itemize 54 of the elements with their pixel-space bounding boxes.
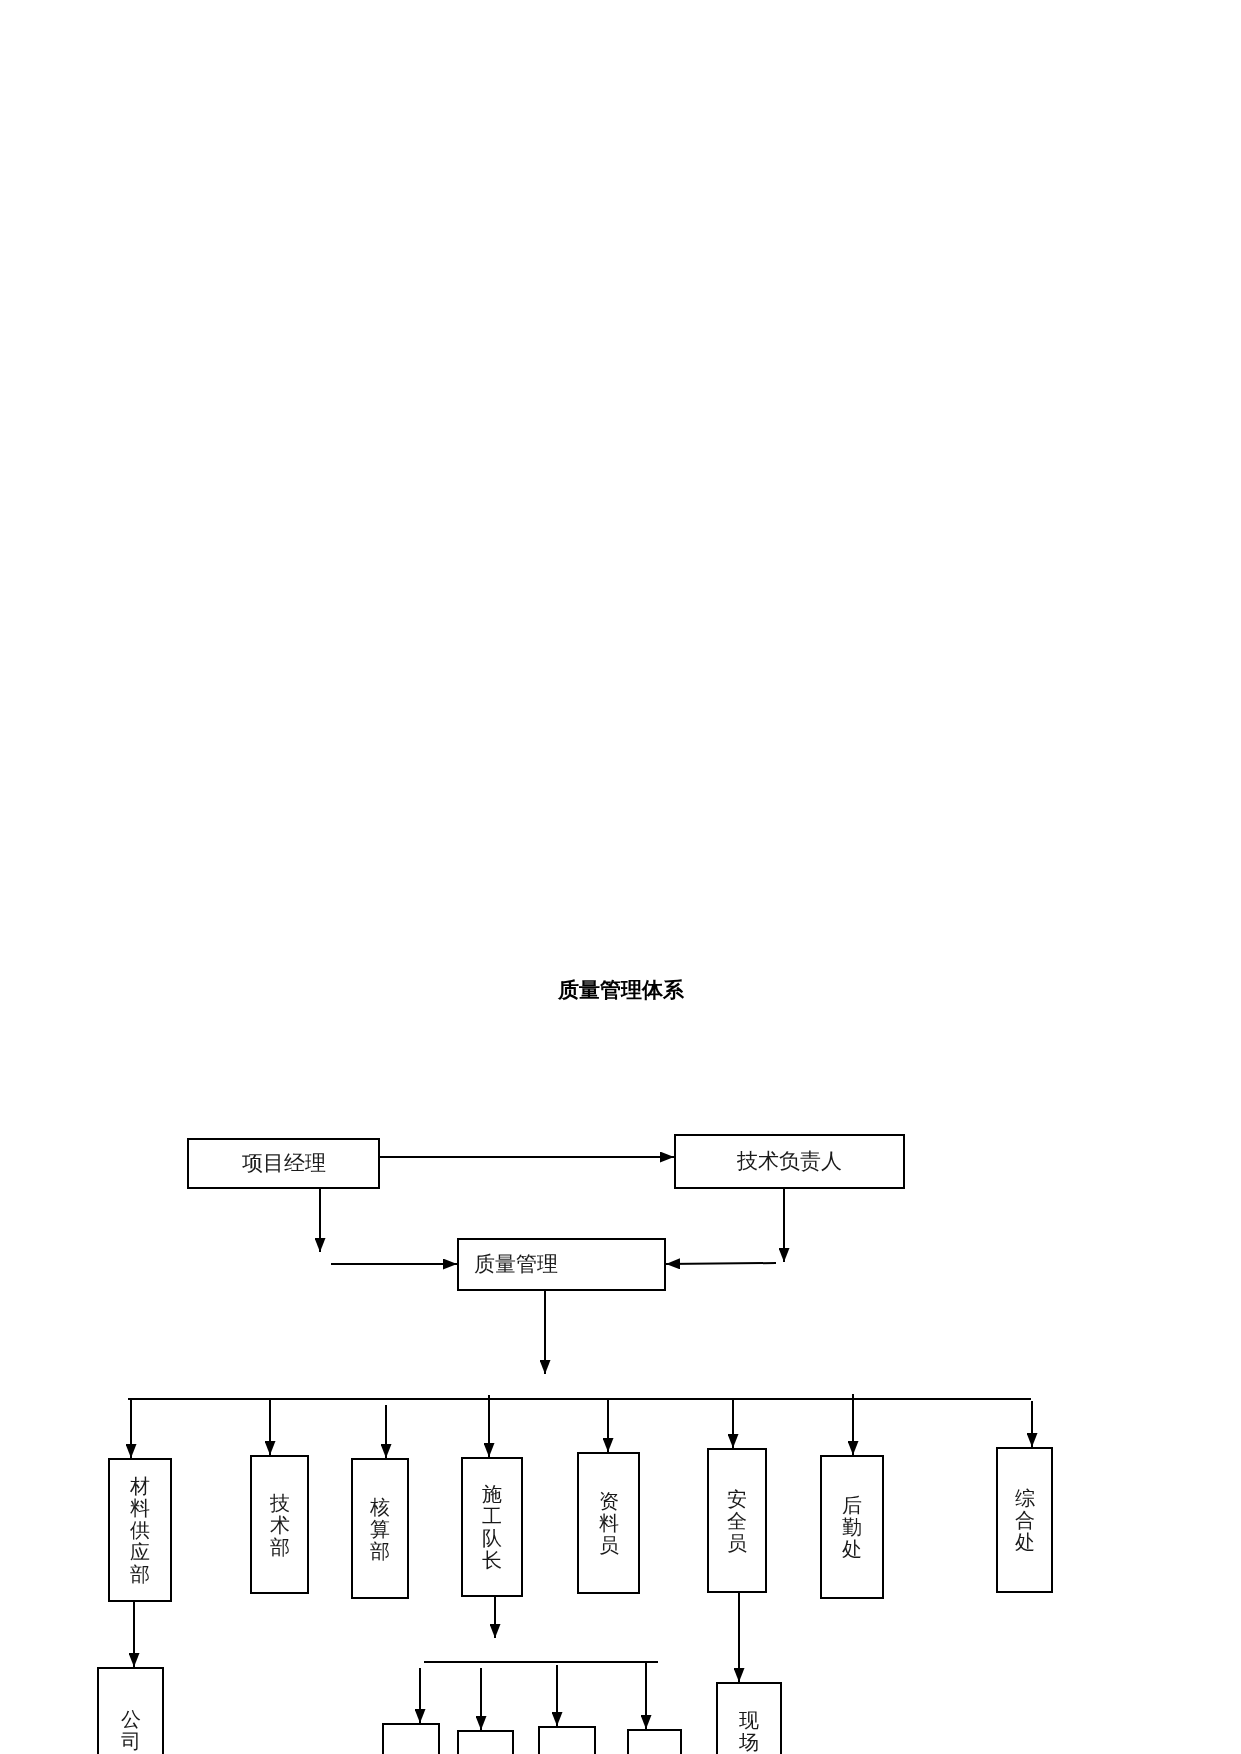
arrow xyxy=(539,1290,551,1375)
box-label: 核算部 xyxy=(370,1495,390,1562)
box-label: 现场 xyxy=(739,1709,759,1753)
box-label: 安全员 xyxy=(727,1487,747,1554)
box-label: 施工队长 xyxy=(482,1483,502,1571)
org-box xyxy=(707,1448,767,1593)
arrow xyxy=(475,1667,487,1731)
empty-box xyxy=(538,1726,596,1754)
org-box xyxy=(351,1458,409,1599)
arrow xyxy=(414,1667,426,1724)
arrow xyxy=(1026,1400,1038,1448)
arrow xyxy=(489,1596,501,1639)
arrow xyxy=(379,1151,675,1163)
arrow xyxy=(665,1258,777,1270)
arrow xyxy=(483,1394,495,1458)
arrow xyxy=(125,1398,137,1459)
empty-box xyxy=(382,1723,440,1754)
box-label: 材料供应部 xyxy=(130,1475,150,1585)
org-box xyxy=(577,1452,640,1594)
arrow xyxy=(602,1398,614,1453)
box-label: 技术部 xyxy=(269,1491,290,1558)
org-box xyxy=(716,1682,782,1754)
arrow xyxy=(847,1393,859,1456)
bus-line xyxy=(423,1661,659,1663)
arrow xyxy=(330,1258,458,1270)
org-box xyxy=(457,1238,666,1291)
box-label: 项目经理 xyxy=(241,1150,326,1177)
arrow xyxy=(733,1592,745,1683)
bus-line xyxy=(127,1398,1032,1400)
org-box xyxy=(187,1138,380,1189)
box-label: 质量管理 xyxy=(474,1251,558,1278)
box-label: 技术负责人 xyxy=(737,1148,842,1175)
arrow xyxy=(128,1601,140,1668)
arrow xyxy=(264,1398,276,1456)
box-label: 后勤处 xyxy=(842,1494,862,1560)
org-box xyxy=(461,1457,523,1597)
box-label: 综合处 xyxy=(1014,1487,1035,1553)
arrow xyxy=(727,1398,739,1449)
arrow xyxy=(380,1404,392,1459)
empty-box xyxy=(627,1729,682,1754)
arrow xyxy=(314,1188,326,1253)
org-box xyxy=(996,1447,1053,1593)
box-label: 资料员 xyxy=(598,1490,619,1556)
org-box xyxy=(108,1458,172,1602)
empty-box xyxy=(457,1730,514,1754)
org-box xyxy=(674,1134,905,1189)
org-box xyxy=(820,1455,884,1599)
arrow xyxy=(778,1188,790,1263)
diagram-title: 质量管理体系 xyxy=(557,978,684,1002)
arrow xyxy=(551,1664,563,1727)
arrow xyxy=(640,1662,652,1730)
org-box xyxy=(250,1455,309,1594)
org-box xyxy=(97,1667,164,1754)
box-label: 公司 xyxy=(120,1708,141,1752)
